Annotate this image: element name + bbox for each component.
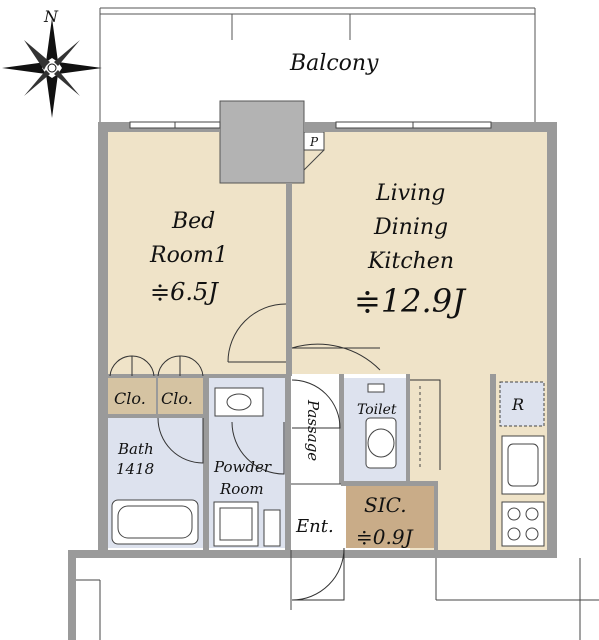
fridge-space: [499, 381, 545, 427]
powder-room-label-line1: Powder: [213, 458, 272, 476]
bedroom-label-line1: Bed: [171, 209, 215, 234]
bedroom-size: ≑6.5J: [150, 278, 219, 306]
closet2-label: Clo.: [161, 389, 193, 408]
sic-size: ≑0.9J: [356, 525, 414, 549]
entrance-label: Ent.: [295, 516, 334, 537]
sic-label: SIC.: [364, 493, 407, 517]
ldk-label-line2: Dining: [373, 215, 448, 240]
toilet-label: Toilet: [357, 402, 397, 418]
washing-machine-pan-icon: [213, 501, 259, 547]
windows: [129, 121, 492, 129]
entrance-outline: [290, 483, 341, 610]
ldk-floor: [292, 132, 547, 374]
sic-floor: [346, 486, 434, 548]
doors: [109, 303, 441, 601]
compass-icon: [2, 18, 102, 118]
toilet-bowl-icon: [367, 428, 395, 458]
closet-floor-2: [158, 378, 203, 416]
bathtub-icon: [111, 499, 199, 545]
balcony-label: Balcony: [289, 51, 379, 76]
ldk-label-line1: Living: [375, 181, 445, 206]
stove-icon: [501, 501, 545, 547]
lower-outline: [76, 558, 599, 640]
closet1-label: Clo.: [114, 389, 146, 408]
closet-floor-1: [108, 378, 156, 416]
compass-north-label: N: [43, 7, 59, 26]
bath-label-line2: 1418: [116, 460, 154, 478]
bath-label-line1: Bath: [117, 440, 154, 458]
balcony: [99, 7, 536, 122]
ldk-size: ≑12.9J: [354, 282, 467, 320]
pipe-space-label: P: [309, 135, 319, 149]
pipe-shaft: [219, 100, 305, 184]
passage-label: Passage: [304, 399, 322, 461]
fixtures: [111, 383, 545, 547]
ldk-label-line3: Kitchen: [367, 249, 454, 274]
refrigerator-label: R: [511, 395, 524, 414]
bedroom-label-line2: Room1: [149, 243, 228, 268]
powder-room-label-line2: Room: [219, 480, 264, 498]
washbasin-icon: [214, 387, 264, 417]
